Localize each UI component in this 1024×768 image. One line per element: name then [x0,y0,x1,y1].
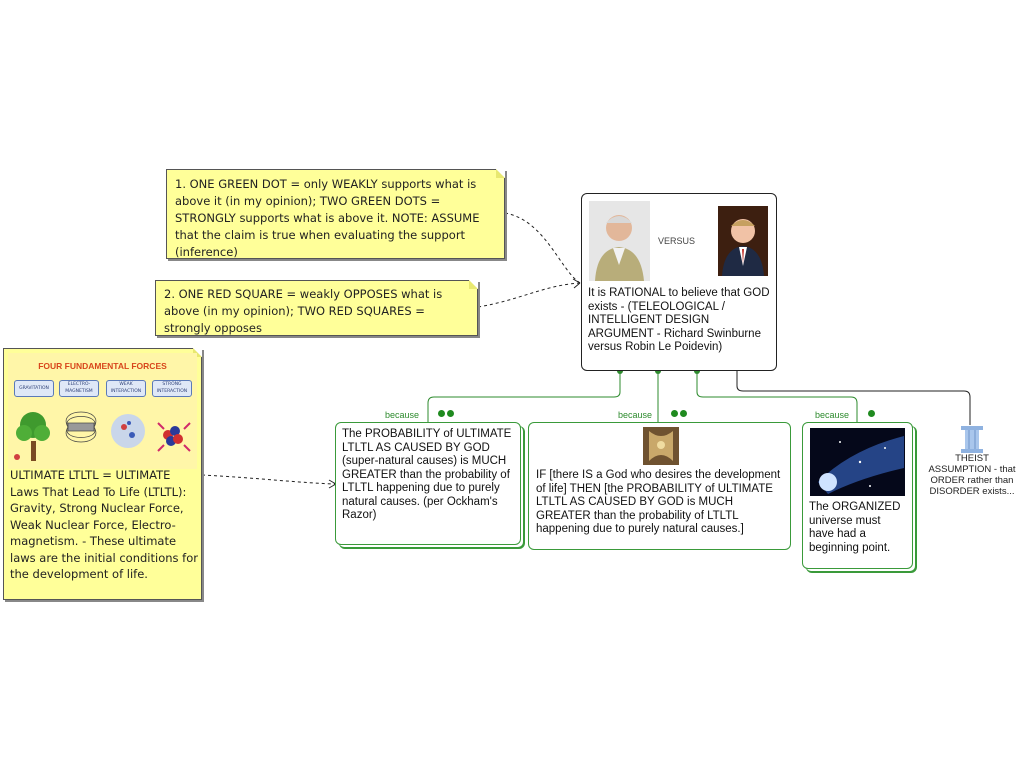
reason-box-2[interactable]: IF [there IS a God who desires the devel… [528,422,791,550]
legend-note-red: 2. ONE RED SQUARE = weakly OPPOSES what … [155,280,478,336]
forces-image: FOUR FUNDAMENTAL FORCES GRAVITATION ELEC… [8,353,197,469]
strength-dot [671,410,678,417]
nucleus-icon [157,422,191,452]
assumption-line [736,371,971,425]
tree-icon [14,412,50,461]
reason-3-text: The ORGANIZED universe must have had a b… [809,501,901,554]
reason-box-3[interactable]: The ORGANIZED universe must have had a b… [802,422,913,569]
legend-green-text: 1. ONE GREEN DOT = only WEAKLY supports … [175,177,480,259]
assumption-text: THEIST ASSUMPTION - that ORDER rather th… [928,453,1016,497]
strength-dot [447,410,454,417]
note-fold-icon [193,348,202,357]
swinburne-photo [589,201,650,281]
legend-red-text: 2. ONE RED SQUARE = weakly OPPOSES what … [164,287,443,335]
note-arrow-head [572,278,581,289]
forces-illustrations [14,411,191,461]
reason-1-text: The PROBABILITY of ULTIMATE LTLTL AS CAU… [342,428,512,521]
forces-title: FOUR FUNDAMENTAL FORCES [38,361,167,371]
main-claim-box[interactable]: VERSUS It is RATIONAL to believe that GO… [581,193,777,371]
person-icon [589,201,650,281]
poidevin-photo [718,206,768,276]
magnet-field-icon [65,411,97,443]
reason-2-image [643,427,679,465]
strength-dot [868,410,875,417]
forces-link [201,474,337,485]
creation-art-icon [643,427,679,465]
forces-note: FOUR FUNDAMENTAL FORCES GRAVITATION ELEC… [3,348,202,600]
atom-cloud-icon [111,414,145,448]
support-line-1 [427,371,621,422]
reason-box-1[interactable]: The PROBABILITY of ULTIMATE LTLTL AS CAU… [335,422,521,545]
universe-image [810,428,905,496]
note-fold-icon [469,280,478,289]
person-icon [718,206,768,276]
because-label-3: because [815,410,850,420]
because-label-1: because [385,410,420,420]
strength-dot [680,410,687,417]
reason-2-text: IF [there IS a God who desires the devel… [536,469,781,535]
universe-icon [810,428,905,496]
force-label-electromagnetism: ELECTRO- MAGNETISM [59,380,99,397]
versus-label: VERSUS [658,236,696,246]
force-label-gravitation: GRAVITATION [14,380,54,397]
force-label-strong: STRONG INTERACTION [152,380,192,397]
note-link-green [504,212,581,284]
legend-note-green: 1. ONE GREEN DOT = only WEAKLY supports … [166,169,505,259]
note-link-red [477,282,581,308]
assumption-node[interactable]: THEIST ASSUMPTION - that ORDER rather th… [925,424,1019,514]
support-line-3 [696,371,858,422]
strength-dot [438,410,445,417]
main-claim-text: It is RATIONAL to believe that GOD exist… [588,287,770,353]
because-label-2: because [618,410,653,420]
force-label-weak: WEAK INTERACTION [106,380,146,397]
forces-text: ULTIMATE LTLTL = ULTIMATE Laws That Lead… [10,468,198,581]
forces-arrow-head [328,479,337,489]
pillar-icon [961,426,983,453]
note-fold-icon [496,169,505,178]
